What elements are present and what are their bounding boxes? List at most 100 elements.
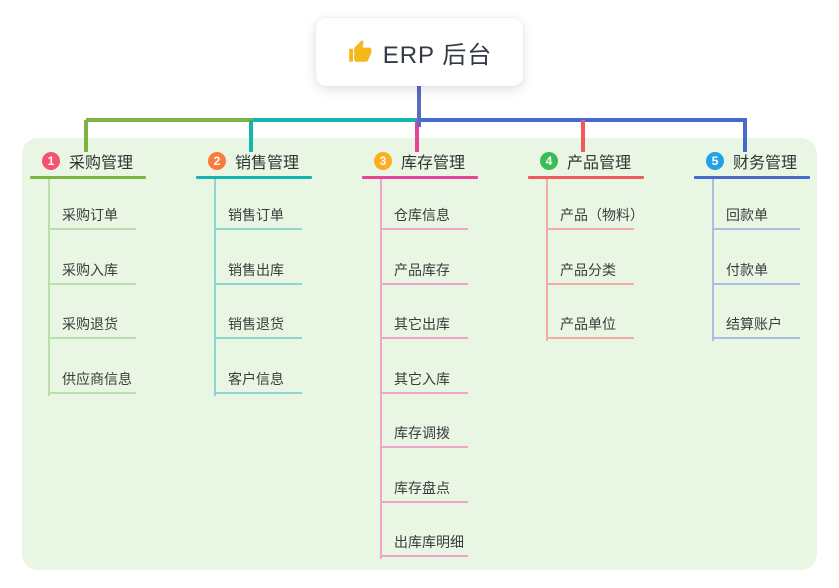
connector-line xyxy=(84,120,88,152)
child-node[interactable]: 其它入库 xyxy=(380,366,490,394)
child-underline xyxy=(48,391,136,394)
branch-number-badge: 2 xyxy=(208,152,226,170)
child-node[interactable]: 产品（物料） xyxy=(546,202,656,230)
child-underline xyxy=(712,228,800,230)
branch-underline xyxy=(196,176,312,179)
child-node[interactable]: 付款单 xyxy=(712,257,822,285)
child-node-label: 销售出库 xyxy=(228,261,284,278)
branch-underline xyxy=(30,176,146,179)
child-underline xyxy=(48,228,136,230)
child-underline xyxy=(380,282,468,285)
child-node[interactable]: 客户信息 xyxy=(214,366,324,394)
child-underline xyxy=(214,337,302,339)
child-node-label: 出库库明细 xyxy=(394,534,464,550)
branch-header[interactable]: 5 财务管理 xyxy=(694,150,834,172)
child-node-label: 客户信息 xyxy=(228,370,284,387)
child-node[interactable]: 其它出库 xyxy=(380,311,490,339)
branch-number-badge: 4 xyxy=(540,152,558,170)
branch-title: 采购管理 xyxy=(69,155,134,172)
child-node[interactable]: 出库库明细 xyxy=(380,529,490,557)
thumbs-up-icon xyxy=(347,39,373,65)
child-node-label: 产品分类 xyxy=(560,261,616,278)
child-underline xyxy=(380,500,468,503)
connector-line xyxy=(415,120,419,152)
child-node[interactable]: 产品库存 xyxy=(380,257,490,285)
child-underline xyxy=(214,391,302,394)
child-node-label: 付款单 xyxy=(726,261,768,278)
child-node-label: 采购入库 xyxy=(62,261,118,278)
branch-header[interactable]: 1 采购管理 xyxy=(30,150,170,172)
child-node-label: 产品库存 xyxy=(394,261,450,278)
branch-title: 销售管理 xyxy=(235,155,300,172)
connector-line xyxy=(581,120,585,152)
connector-line xyxy=(86,118,253,122)
child-node[interactable]: 库存盘点 xyxy=(380,475,490,503)
branch-trunk-line xyxy=(48,179,50,396)
child-underline xyxy=(48,337,136,339)
child-node-label: 其它出库 xyxy=(394,316,450,332)
branch-number-badge: 1 xyxy=(42,152,60,170)
child-node-label: 销售订单 xyxy=(228,207,284,223)
root-title: ERP 后台 xyxy=(382,41,493,69)
child-underline xyxy=(380,228,468,230)
mindmap-panel xyxy=(22,138,817,570)
child-node[interactable]: 采购退货 xyxy=(48,311,158,339)
branch: 2 销售管理 销售订单 销售出库 销售退货 客户信息 xyxy=(196,148,336,396)
child-node[interactable]: 供应商信息 xyxy=(48,366,158,394)
branch-underline xyxy=(362,176,478,179)
child-underline xyxy=(546,228,634,230)
branch-title: 库存管理 xyxy=(401,155,466,172)
child-node-label: 产品（物料） xyxy=(560,207,644,223)
child-node-label: 采购退货 xyxy=(62,316,118,332)
child-node-label: 回款单 xyxy=(726,207,768,223)
child-node-label: 其它入库 xyxy=(394,370,450,387)
child-node-label: 库存盘点 xyxy=(394,479,450,496)
branch-underline xyxy=(694,176,810,179)
branch: 5 财务管理 回款单 付款单 结算账户 xyxy=(694,148,834,341)
child-node[interactable]: 回款单 xyxy=(712,202,822,230)
child-node-label: 仓库信息 xyxy=(394,207,450,223)
root-node[interactable]: ERP 后台 xyxy=(316,18,523,86)
branch-header[interactable]: 2 销售管理 xyxy=(196,150,336,172)
child-underline xyxy=(380,337,468,339)
child-underline xyxy=(712,282,800,285)
branch: 1 采购管理 采购订单 采购入库 采购退货 供应商信息 xyxy=(30,148,170,396)
child-node[interactable]: 采购订单 xyxy=(48,202,158,230)
branch-number-badge: 3 xyxy=(374,152,392,170)
branch-underline xyxy=(528,176,644,179)
child-node-label: 产品单位 xyxy=(560,316,616,332)
child-node-label: 库存调拨 xyxy=(394,425,450,441)
branch-header[interactable]: 4 产品管理 xyxy=(528,150,668,172)
child-node[interactable]: 结算账户 xyxy=(712,311,822,339)
child-node[interactable]: 产品分类 xyxy=(546,257,656,285)
child-underline xyxy=(380,391,468,394)
child-node[interactable]: 销售出库 xyxy=(214,257,324,285)
connector-line xyxy=(249,120,253,152)
child-underline xyxy=(380,446,468,448)
child-underline xyxy=(48,282,136,285)
child-underline xyxy=(546,337,634,339)
child-underline xyxy=(546,282,634,285)
child-underline xyxy=(214,282,302,285)
child-node[interactable]: 仓库信息 xyxy=(380,202,490,230)
child-node[interactable]: 销售退货 xyxy=(214,311,324,339)
branch-trunk-line xyxy=(712,179,714,341)
child-node[interactable]: 销售订单 xyxy=(214,202,324,230)
child-node[interactable]: 库存调拨 xyxy=(380,420,490,448)
branch-title: 财务管理 xyxy=(733,155,798,172)
root-connector-line xyxy=(417,86,421,127)
child-underline xyxy=(712,337,800,339)
child-node-label: 销售退货 xyxy=(228,316,284,332)
child-node-label: 采购订单 xyxy=(62,207,118,223)
branch-title: 产品管理 xyxy=(567,155,632,172)
child-node[interactable]: 产品单位 xyxy=(546,311,656,339)
branch-trunk-line xyxy=(214,179,216,396)
branch: 3 库存管理 仓库信息 产品库存 其它出库 其它入库 库存调拨 库存盘点 出库库… xyxy=(362,148,502,559)
connector-line xyxy=(253,118,419,122)
branch-header[interactable]: 3 库存管理 xyxy=(362,150,502,172)
child-node[interactable]: 采购入库 xyxy=(48,257,158,285)
child-underline xyxy=(380,555,468,557)
child-node-label: 供应商信息 xyxy=(62,370,132,387)
child-node-label: 结算账户 xyxy=(726,316,782,332)
